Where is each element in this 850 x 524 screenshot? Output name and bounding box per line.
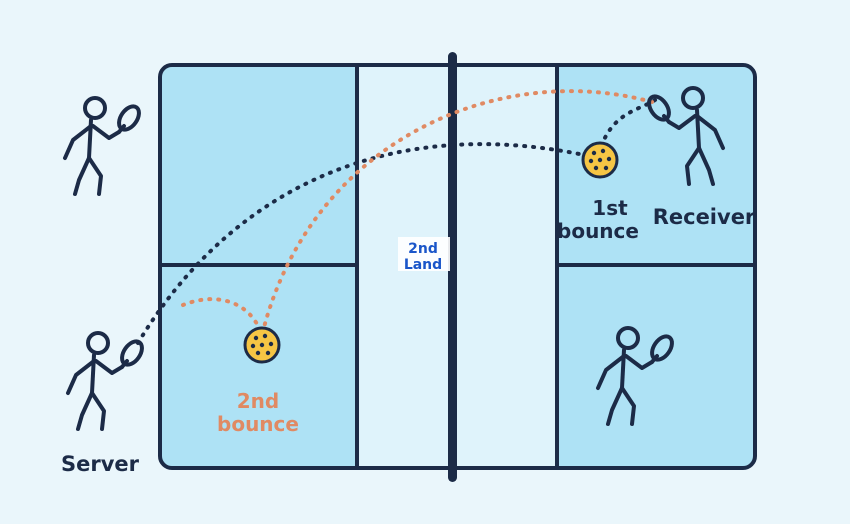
serve-path	[136, 142, 600, 345]
second-bounce-label-line1: 2nd	[237, 389, 279, 413]
second-bounce-arc	[181, 297, 264, 337]
pickleball-icon	[243, 326, 281, 364]
second-bounce-label-line2: bounce	[217, 412, 299, 436]
return-path	[260, 89, 654, 337]
logo-text-top: 2nd	[408, 241, 438, 257]
logo-backdrop	[398, 237, 450, 271]
server-label: Server	[61, 452, 140, 476]
first-bounce-label-line2: bounce	[557, 219, 639, 243]
net-icon	[448, 52, 457, 482]
logo-text-bottom: Land	[404, 257, 442, 273]
watermark-logo: 2nd Land	[398, 237, 450, 273]
player-icon	[66, 331, 149, 431]
receiver-label: Receiver	[653, 205, 756, 229]
first-bounce-label-line1: 1st	[592, 196, 628, 220]
player-icon	[63, 96, 146, 196]
pickleball-icon	[581, 141, 619, 179]
